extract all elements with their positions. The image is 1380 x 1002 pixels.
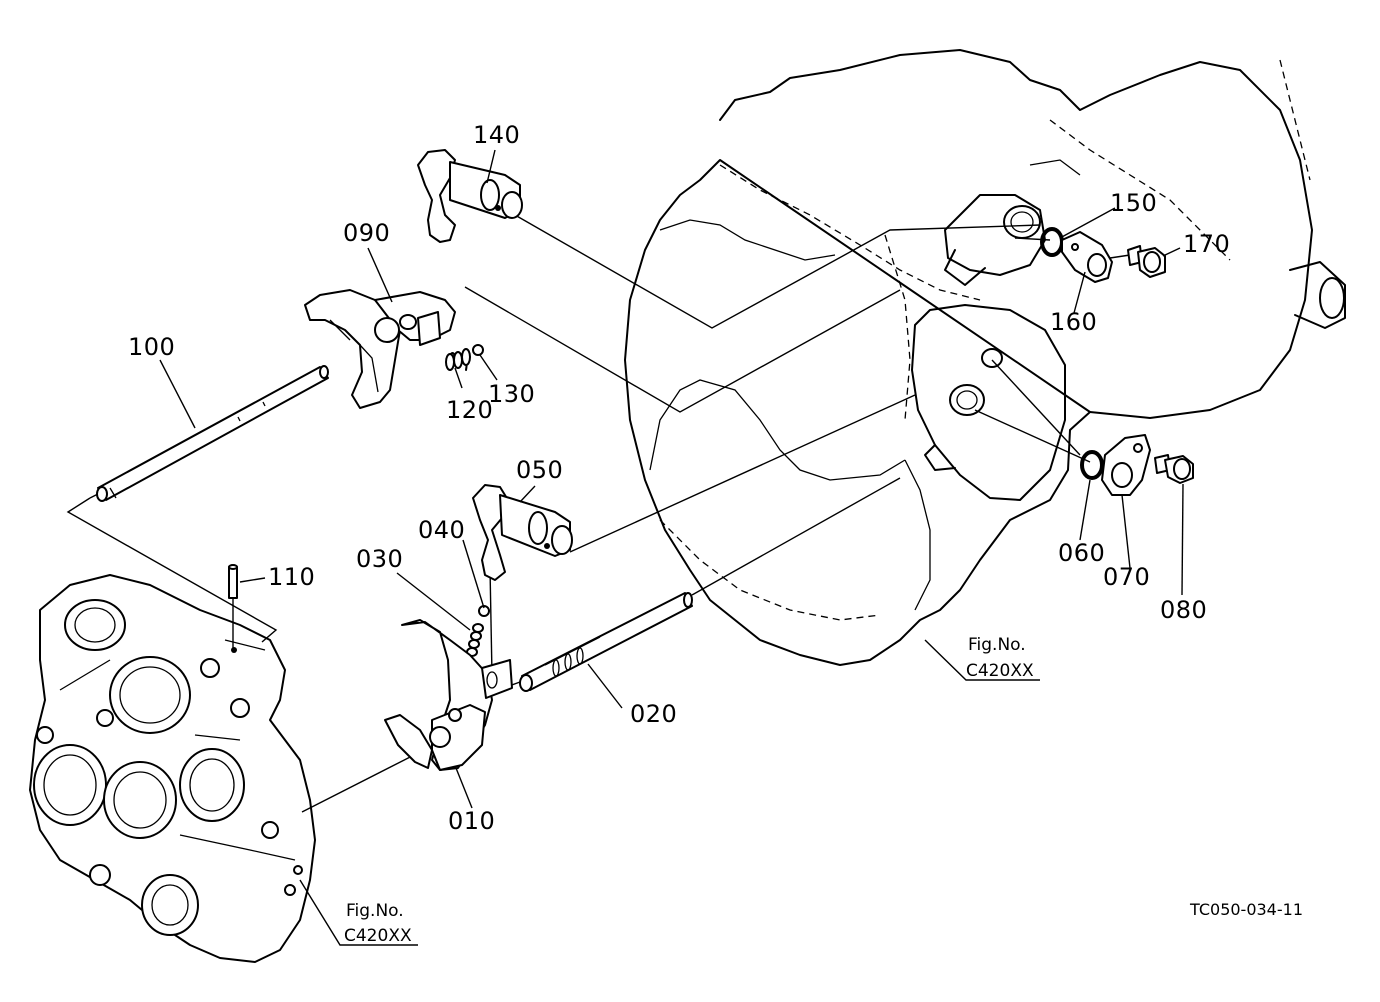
part-130-ball — [472, 344, 484, 356]
label-050: 050 — [516, 456, 563, 484]
part-020-shift-rod — [519, 592, 693, 692]
part-120-spring — [445, 348, 471, 371]
transmission-case — [624, 49, 1346, 666]
fig-ref-right-code: C420XX — [966, 661, 1034, 681]
part-010-shift-fork — [384, 619, 513, 771]
label-030: 030 — [356, 545, 403, 573]
label-170: 170 — [1183, 230, 1230, 258]
label-140: 140 — [473, 121, 520, 149]
part-160-plate — [1061, 231, 1113, 283]
part-030-spring — [466, 623, 484, 657]
fig-ref-left-code: C420XX — [344, 926, 412, 946]
front-cover-plate — [29, 574, 316, 963]
assembly-lines — [66, 214, 1131, 946]
label-040: 040 — [418, 516, 465, 544]
label-020: 020 — [630, 700, 677, 728]
part-100-shift-rod — [96, 365, 329, 502]
part-050-shift-arm — [472, 484, 573, 581]
part-140-shift-arm — [417, 149, 523, 243]
fig-ref-left-title: Fig.No. — [346, 901, 404, 921]
drawing-code: TC050-034-11 — [1189, 900, 1303, 919]
part-060-o-ring — [1080, 450, 1104, 480]
label-010: 010 — [448, 807, 495, 835]
callout-leaders — [159, 149, 1184, 809]
label-160: 160 — [1050, 308, 1097, 336]
part-150-o-ring — [1040, 227, 1064, 257]
part-080-bolt — [1154, 454, 1194, 484]
label-100: 100 — [128, 333, 175, 361]
label-130: 130 — [488, 380, 535, 408]
part-110-pin — [228, 564, 238, 599]
label-150: 150 — [1110, 189, 1157, 217]
part-070-plate — [1101, 434, 1151, 496]
fig-ref-right-title: Fig.No. — [968, 635, 1026, 655]
label-120: 120 — [446, 396, 493, 424]
label-070: 070 — [1103, 563, 1150, 591]
label-090: 090 — [343, 219, 390, 247]
label-060: 060 — [1058, 539, 1105, 567]
label-080: 080 — [1160, 596, 1207, 624]
part-090-shift-fork — [304, 289, 456, 409]
label-110: 110 — [268, 563, 315, 591]
part-170-bolt — [1127, 245, 1166, 278]
